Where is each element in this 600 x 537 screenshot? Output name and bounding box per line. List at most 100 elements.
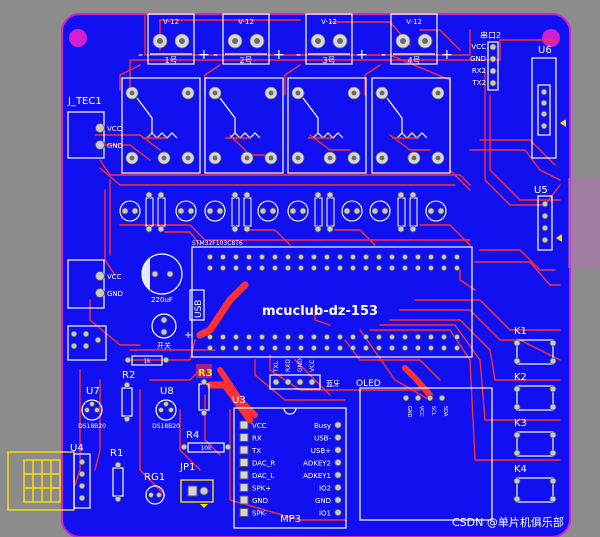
- jp1-label: JP1: [179, 462, 195, 473]
- u4-label: U4: [70, 443, 84, 454]
- mcu-header-label: STM32F103C8T6: [192, 240, 243, 247]
- mcu-pin: [375, 344, 382, 351]
- key-outline: [516, 385, 554, 411]
- mp3-left-pin-label: SPK+: [252, 485, 271, 493]
- switch-label: 开关: [157, 341, 171, 350]
- mcu-pin: [245, 264, 252, 271]
- key-pad: [513, 431, 521, 439]
- key-pad: [549, 385, 557, 393]
- bt-label: 蓝牙: [326, 379, 340, 388]
- mp3-pin-pad: [239, 445, 249, 455]
- serial-pin-vcc: VCC: [471, 43, 486, 51]
- mcu-pin: [336, 333, 343, 340]
- relay-row: [121, 77, 451, 174]
- mcu-pin: [362, 344, 369, 351]
- mcu-pin: [297, 264, 304, 271]
- mcu-pin: [232, 253, 239, 260]
- serial-title: 串口2: [480, 31, 501, 40]
- mcu-pin: [271, 333, 278, 340]
- rg1-sensor: RG1: [144, 472, 165, 505]
- key-pad: [549, 495, 557, 503]
- trace-network: [74, 13, 561, 521]
- mcu-module: STM32F103C8T6 mcuclub-dz-153: [191, 240, 473, 358]
- terminal-conn-3: V-12 3号 - +: [296, 13, 368, 65]
- bluetooth-header: TXL RXD GND VCC 蓝牙: [269, 358, 340, 390]
- mcu-pin: [219, 253, 226, 260]
- key-k2: K2: [513, 372, 557, 411]
- key-pad: [549, 477, 557, 485]
- mcu-pin: [440, 344, 447, 351]
- mp3-pin-pad: [334, 483, 342, 492]
- mcu-pin: [414, 344, 421, 351]
- key-outline: [516, 431, 554, 457]
- mcu-pin: [388, 333, 395, 340]
- mp3-pin-pad: [334, 433, 342, 442]
- r3-resistor: R3: [196, 364, 213, 417]
- mcu-pin: [453, 264, 460, 271]
- key-pad: [513, 449, 521, 457]
- plus-label: +: [441, 47, 453, 63]
- mounting-hole: [69, 29, 87, 47]
- mcu-pin: [414, 253, 421, 260]
- mcu-pin: [375, 333, 382, 340]
- terminal-conn-2: V-12 2号 - +: [213, 13, 285, 65]
- serial-pin-tx2: TX2: [471, 79, 486, 87]
- watermark: CSDN @单片机俱乐部: [452, 515, 564, 529]
- mp3-pin-pad: [239, 495, 249, 505]
- key-label: K2: [514, 372, 527, 383]
- u3-label: U3: [232, 395, 246, 406]
- terminal-conn-4: V-12 4号 - +: [381, 13, 453, 65]
- u8-part: DS18B20: [152, 423, 180, 430]
- mcu-pin: [453, 333, 460, 340]
- mcu-pin: [401, 253, 408, 260]
- mcu-pin: [336, 264, 343, 271]
- jtec1-header: J_TEC1 VCC GND: [67, 96, 123, 159]
- mcu-pin: [310, 253, 317, 260]
- mcu-pin: [336, 344, 343, 351]
- mcu-pin: [440, 264, 447, 271]
- mp3-pin-pad: [334, 496, 342, 504]
- key-pad: [513, 495, 521, 503]
- mcu-pin: [284, 344, 291, 351]
- key-k4: K4: [513, 464, 557, 503]
- mcu-pin: [219, 333, 226, 340]
- mp3-pin-pad: [239, 508, 249, 517]
- plus-label: +: [356, 47, 368, 63]
- mp3-left-pin-label: TX: [251, 447, 261, 455]
- oled-label: OLED: [356, 379, 381, 389]
- mcu-pin: [453, 344, 460, 351]
- mcu-pin: [323, 333, 330, 340]
- key-outline: [516, 477, 554, 503]
- mcu-pin: [336, 253, 343, 260]
- mcu-pin: [219, 264, 226, 271]
- mp3-left-pin-label: SPK-: [252, 510, 268, 518]
- key-pad: [513, 403, 521, 411]
- mp3-label: MP3: [280, 514, 301, 525]
- svg-text:V-12: V-12: [406, 18, 422, 26]
- key-pad: [549, 357, 557, 365]
- u5-label: U5: [534, 185, 548, 196]
- off-board-component: [568, 178, 600, 268]
- mcu-pin: [297, 253, 304, 260]
- mcu-pin: [284, 253, 291, 260]
- mcu-pin: [206, 253, 213, 260]
- mcu-pin: [349, 264, 356, 271]
- usb-port: USB: [189, 289, 205, 321]
- mp3-right-pin-label: GND: [315, 497, 331, 505]
- mcu-pin: [206, 344, 213, 351]
- mcu-pin: [271, 264, 278, 271]
- u8-sensor: U8 DS18B20: [152, 386, 180, 430]
- mcu-pin-row-bottom: [206, 333, 460, 351]
- mp3-right-pin-label: ADKEY2: [303, 460, 331, 468]
- r2-label: R2: [122, 370, 135, 381]
- usb-label: USB: [194, 300, 204, 318]
- mcu-pin: [258, 253, 265, 260]
- mcu-pin: [271, 253, 278, 260]
- mcu-pin: [297, 333, 304, 340]
- mp3-right-pin-label: Busy: [314, 422, 331, 430]
- minus-label: -: [296, 47, 301, 63]
- mcu-pin: [258, 333, 265, 340]
- r1k-value: 1k: [143, 358, 151, 365]
